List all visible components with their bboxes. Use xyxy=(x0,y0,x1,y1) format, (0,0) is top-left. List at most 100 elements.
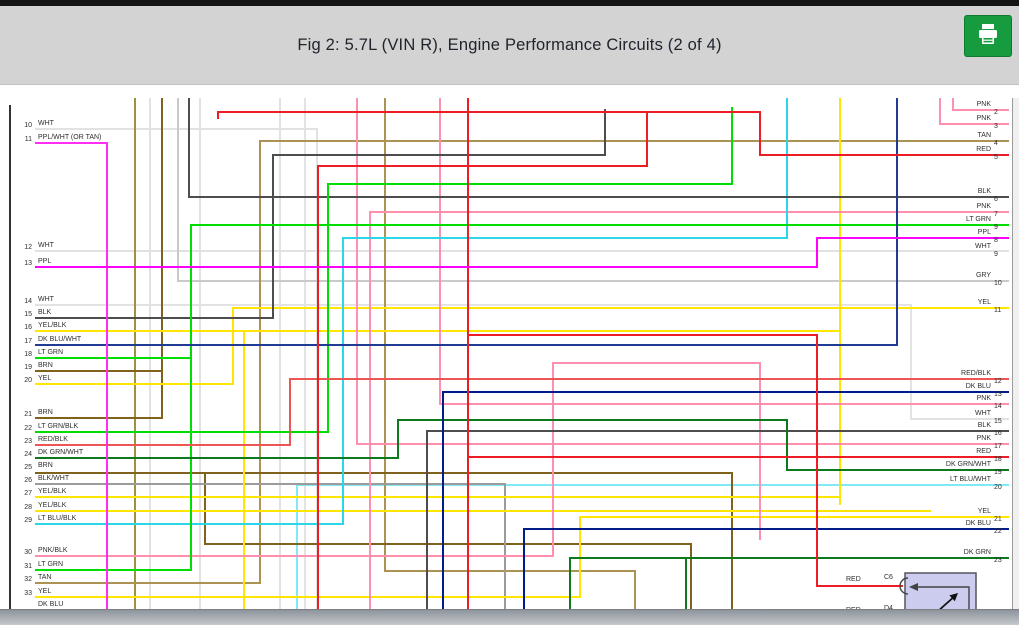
right-pin-number: 9 xyxy=(994,251,998,258)
left-pin-number: 23 xyxy=(24,438,32,445)
right-pin-number: 17 xyxy=(994,443,1002,450)
left-pin-label: YEL/BLK xyxy=(38,488,67,495)
right-pin-number: 13 xyxy=(994,391,1002,398)
left-pin-number: 31 xyxy=(24,563,32,570)
left-pin-number: 33 xyxy=(24,590,32,597)
header-bar: Fig 2: 5.7L (VIN R), Engine Performance … xyxy=(0,6,1019,85)
right-pin-number: 22 xyxy=(994,528,1002,535)
right-pin-label: PNK xyxy=(976,395,991,402)
wire-pnk xyxy=(356,98,1009,445)
wire-redb xyxy=(35,378,1009,446)
left-pin-number: 14 xyxy=(24,298,32,305)
wire-lgrn xyxy=(35,224,1009,571)
left-pin-number: 26 xyxy=(24,477,32,484)
left-pin-number: 29 xyxy=(24,517,32,524)
right-pin-label: DK GRN/WHT xyxy=(945,461,991,468)
figure-title: Fig 2: 5.7L (VIN R), Engine Performance … xyxy=(297,36,722,54)
right-pin-number: 8 xyxy=(994,237,998,244)
wire-lblu xyxy=(35,98,788,525)
right-pin-label: RED xyxy=(976,448,991,455)
left-pin-label: LT GRN xyxy=(38,561,64,568)
right-pin-number: 11 xyxy=(994,307,1002,314)
wire-pnk xyxy=(439,98,1009,405)
wire-wht xyxy=(35,304,1009,420)
printer-icon xyxy=(976,22,1000,51)
left-pin-label: WHT xyxy=(38,296,54,303)
wiring-diagram-canvas xyxy=(0,84,1019,624)
left-pin-label: YEL xyxy=(38,375,52,382)
left-pin-number: 30 xyxy=(24,549,32,556)
left-pin-label: WHT xyxy=(38,242,54,249)
left-pin-label: WHT xyxy=(38,120,54,127)
right-pin-number: 2 xyxy=(994,109,998,116)
right-pin-number: 5 xyxy=(994,154,998,161)
wire-gry xyxy=(177,98,1009,282)
left-pin-label: RED/BLK xyxy=(38,436,68,443)
right-pin-label: RED/BLK xyxy=(961,370,991,377)
wire-red xyxy=(317,112,648,609)
left-pin-number: 22 xyxy=(24,425,32,432)
right-pin-number: 20 xyxy=(994,484,1002,491)
window-top-strip xyxy=(0,0,1019,6)
wire-dgrn xyxy=(35,419,1009,471)
right-pin-label: WHT xyxy=(975,243,991,250)
wire-brn xyxy=(35,98,163,419)
right-window-edge xyxy=(1012,98,1019,609)
right-pin-number: 19 xyxy=(994,469,1002,476)
right-pin-number: 12 xyxy=(994,378,1002,385)
right-pin-number: 14 xyxy=(994,403,1002,410)
left-pin-label: PNK/BLK xyxy=(38,547,68,554)
left-pin-label: YEL/BLK xyxy=(38,502,67,509)
wire-red xyxy=(217,111,1009,156)
wire-tan xyxy=(384,98,636,624)
left-pin-label: DK BLU xyxy=(38,601,64,608)
left-pin-number: 18 xyxy=(24,351,32,358)
left-pin-label: LT GRN xyxy=(38,349,64,356)
right-pin-label: YEL xyxy=(977,299,991,306)
left-pin-number: 11 xyxy=(24,136,32,143)
right-pin-number: 21 xyxy=(994,516,1002,523)
connector-pin-id: D4 xyxy=(884,605,893,613)
wire-lgrn xyxy=(35,107,733,433)
left-pin-number: 28 xyxy=(24,504,32,511)
wire-dgrn xyxy=(569,557,1009,620)
bottom-bar[interactable] xyxy=(0,609,1019,625)
wire-dblu xyxy=(523,528,1009,620)
left-pin-label: BRN xyxy=(38,462,53,469)
right-pin-label: PNK xyxy=(976,435,991,442)
left-pin-label: TAN xyxy=(38,574,52,581)
left-pin-label: BLK xyxy=(38,309,52,316)
right-pin-label: DK GRN xyxy=(963,549,991,556)
wire-red xyxy=(468,334,903,587)
right-pin-label: BLK xyxy=(977,422,991,429)
left-pin-label: DK BLU/WHT xyxy=(38,336,82,343)
wire-pnk xyxy=(35,362,761,557)
print-button[interactable] xyxy=(964,15,1012,57)
left-pin-number: 13 xyxy=(24,260,32,267)
right-pin-label: LT BLU/WHT xyxy=(950,476,991,483)
left-pin-label: YEL/BLK xyxy=(38,322,67,329)
right-pin-number: 3 xyxy=(994,123,998,130)
connector-pin-id: C6 xyxy=(884,574,893,581)
right-pin-number: 9 xyxy=(994,224,998,231)
right-pin-number: 18 xyxy=(994,456,1002,463)
right-pin-label: TAN xyxy=(977,132,991,139)
left-pin-label: BLK/WHT xyxy=(38,475,70,482)
wire-pplw xyxy=(35,142,108,624)
right-pin-number: 23 xyxy=(994,557,1002,564)
wire-blk xyxy=(188,98,1009,198)
right-pin-number: 6 xyxy=(994,196,998,203)
right-pin-number: 10 xyxy=(994,280,1002,287)
right-pin-label: GRY xyxy=(975,272,991,279)
left-pin-label: PPL/WHT (OR TAN) xyxy=(38,134,102,141)
wire-tan xyxy=(35,140,1009,584)
connector-wire-label: RED xyxy=(846,576,861,583)
right-pin-number: 15 xyxy=(994,418,1002,425)
right-pin-number: 16 xyxy=(994,430,1002,437)
wire-blkw xyxy=(35,483,506,624)
left-pin-label: BRN xyxy=(38,409,53,416)
wire-brn xyxy=(204,473,692,624)
wire-dblw xyxy=(35,98,898,346)
right-pin-label: PNK xyxy=(976,115,991,122)
right-pin-label: PNK xyxy=(976,203,991,210)
